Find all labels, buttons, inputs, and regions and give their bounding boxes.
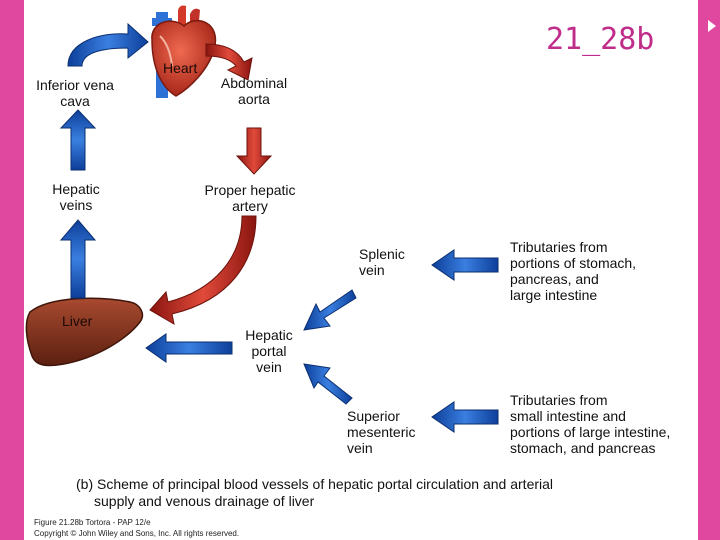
left-accent-band xyxy=(0,0,24,540)
vena-cava-to-heart-arrow xyxy=(67,22,149,67)
hepatic-artery-to-liver-arrow xyxy=(149,215,257,325)
play-triangle-icon xyxy=(708,20,716,32)
heart-label: Heart xyxy=(163,60,198,76)
liver-illustration xyxy=(25,297,144,367)
hepatic-portal-vein-label: Hepatic portal vein xyxy=(245,327,293,375)
slide-title: 21_28b xyxy=(546,22,655,57)
splenic-to-portal-arrow xyxy=(303,289,357,331)
portal-vein-to-liver-arrow xyxy=(145,333,233,363)
superior-mesenteric-vein-label: Superior mesenteric vein xyxy=(347,408,416,456)
splenic-vein-label: Splenic vein xyxy=(359,246,405,278)
inferior-vena-cava-label: Inferior vena cava xyxy=(36,77,114,109)
proper-hepatic-artery-label: Proper hepatic artery xyxy=(204,182,296,214)
intestine-tributaries-arrow xyxy=(431,401,499,433)
liver-to-hepatic-veins-arrow xyxy=(59,219,97,299)
figure-credit: Figure 21.28b Tortora - PAP 12/e xyxy=(34,518,151,527)
hepatic-veins-to-vena-cava-arrow xyxy=(59,109,97,171)
mesenteric-to-portal-arrow xyxy=(303,363,353,405)
intestine-tributaries-label: Tributaries from small intestine and por… xyxy=(510,392,671,456)
figure-caption-line-1: (b) Scheme of principal blood vessels of… xyxy=(76,476,554,492)
right-accent-band xyxy=(698,0,720,540)
stomach-tributaries-label: Tributaries from portions of stomach, pa… xyxy=(510,239,637,303)
hepatic-veins-label: Hepatic veins xyxy=(52,181,100,213)
figure-caption-line-2: supply and venous drainage of liver xyxy=(94,493,315,509)
aorta-to-hepatic-artery-arrow xyxy=(235,127,273,175)
heart-to-aorta-arrow xyxy=(205,43,253,81)
liver-label: Liver xyxy=(62,313,93,329)
stomach-tributaries-arrow xyxy=(431,249,499,281)
copyright-notice: Copyright © John Wiley and Sons, Inc. Al… xyxy=(34,529,240,538)
abdominal-aorta-label: Abdominal aorta xyxy=(220,75,288,107)
